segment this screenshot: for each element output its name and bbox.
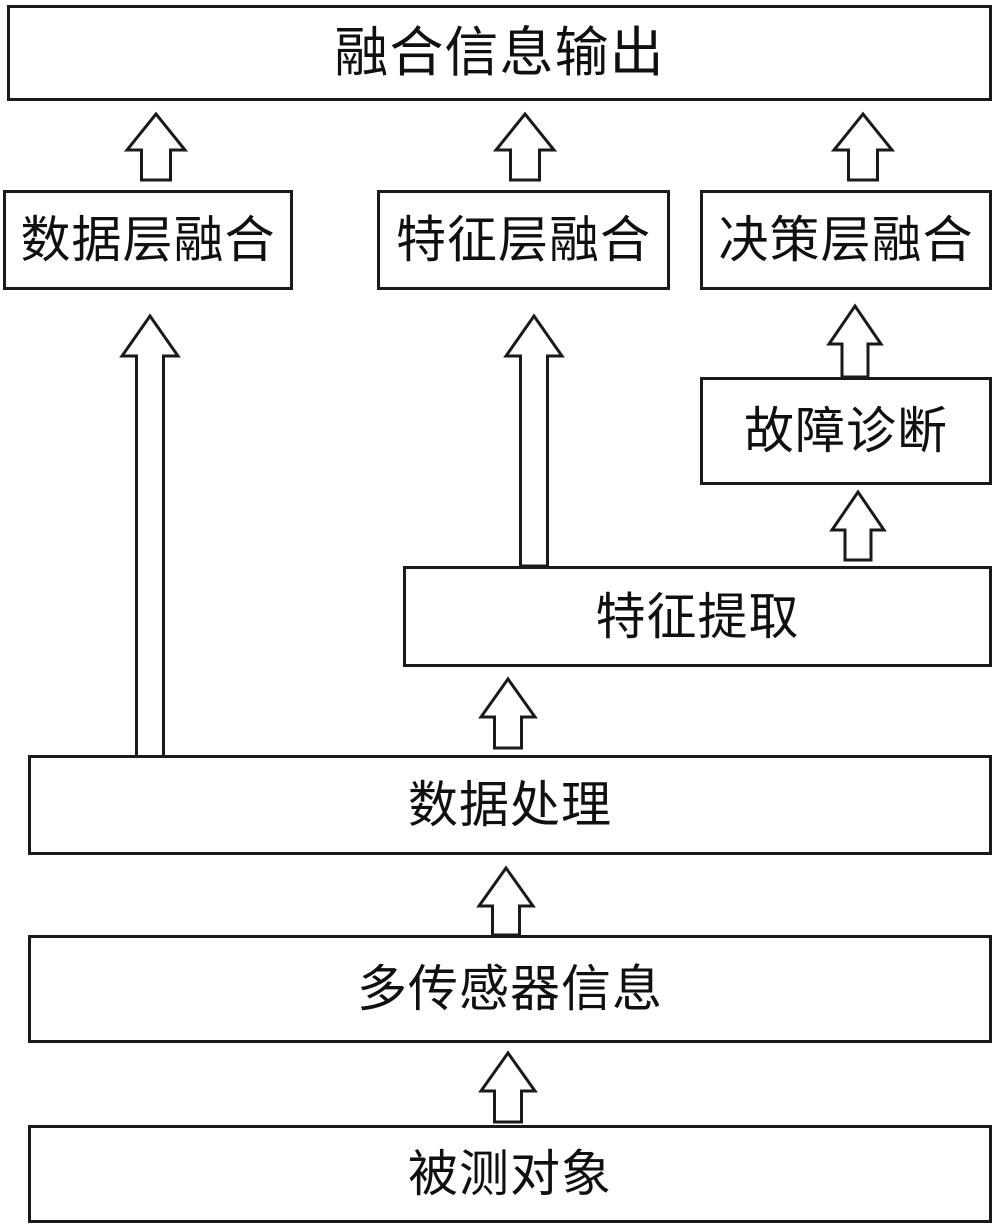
node-fusion-output[interactable]: 融合信息输出 — [7, 5, 992, 101]
arrow-object-to-multi-sensor — [478, 1050, 538, 1124]
node-decision-layer-fusion[interactable]: 决策层融合 — [700, 190, 992, 290]
node-label-feature-layer-fusion: 特征层融合 — [396, 212, 651, 268]
node-data-layer-fusion[interactable]: 数据层融合 — [3, 190, 293, 290]
node-multi-sensor-information[interactable]: 多传感器信息 — [28, 935, 992, 1043]
arrow-feature-extraction-to-fault-diagnosis — [829, 489, 887, 562]
arrow-data-processing-to-feature-extraction — [478, 676, 538, 750]
arrow-data-layer-to-output — [123, 111, 189, 182]
arrow-fault-diagnosis-to-decision-layer — [826, 303, 884, 379]
node-label-fault-diagnosis: 故障诊断 — [744, 403, 948, 459]
node-fault-diagnosis[interactable]: 故障诊断 — [700, 377, 992, 485]
arrow-decision-layer-to-output — [830, 111, 896, 182]
node-data-processing[interactable]: 数据处理 — [28, 755, 992, 855]
arrow-data-processing-to-data-layer — [119, 313, 181, 759]
node-object-under-test[interactable]: 被测对象 — [28, 1125, 992, 1223]
node-label-data-layer-fusion: 数据层融合 — [20, 212, 276, 268]
node-label-fusion-output: 融合信息输出 — [334, 23, 665, 83]
node-label-decision-layer-fusion: 决策层融合 — [718, 212, 974, 268]
node-label-multi-sensor-information: 多传感器信息 — [357, 961, 663, 1017]
node-feature-layer-fusion[interactable]: 特征层融合 — [377, 190, 670, 290]
arrow-multi-sensor-to-data-processing — [476, 865, 536, 937]
node-feature-extraction[interactable]: 特征提取 — [403, 566, 992, 667]
node-label-feature-extraction: 特征提取 — [595, 588, 800, 645]
node-label-object-under-test: 被测对象 — [408, 1146, 612, 1202]
arrow-feature-extraction-to-feature-layer — [503, 313, 565, 568]
arrow-feature-layer-to-output — [492, 111, 558, 182]
node-label-data-processing: 数据处理 — [408, 777, 612, 833]
